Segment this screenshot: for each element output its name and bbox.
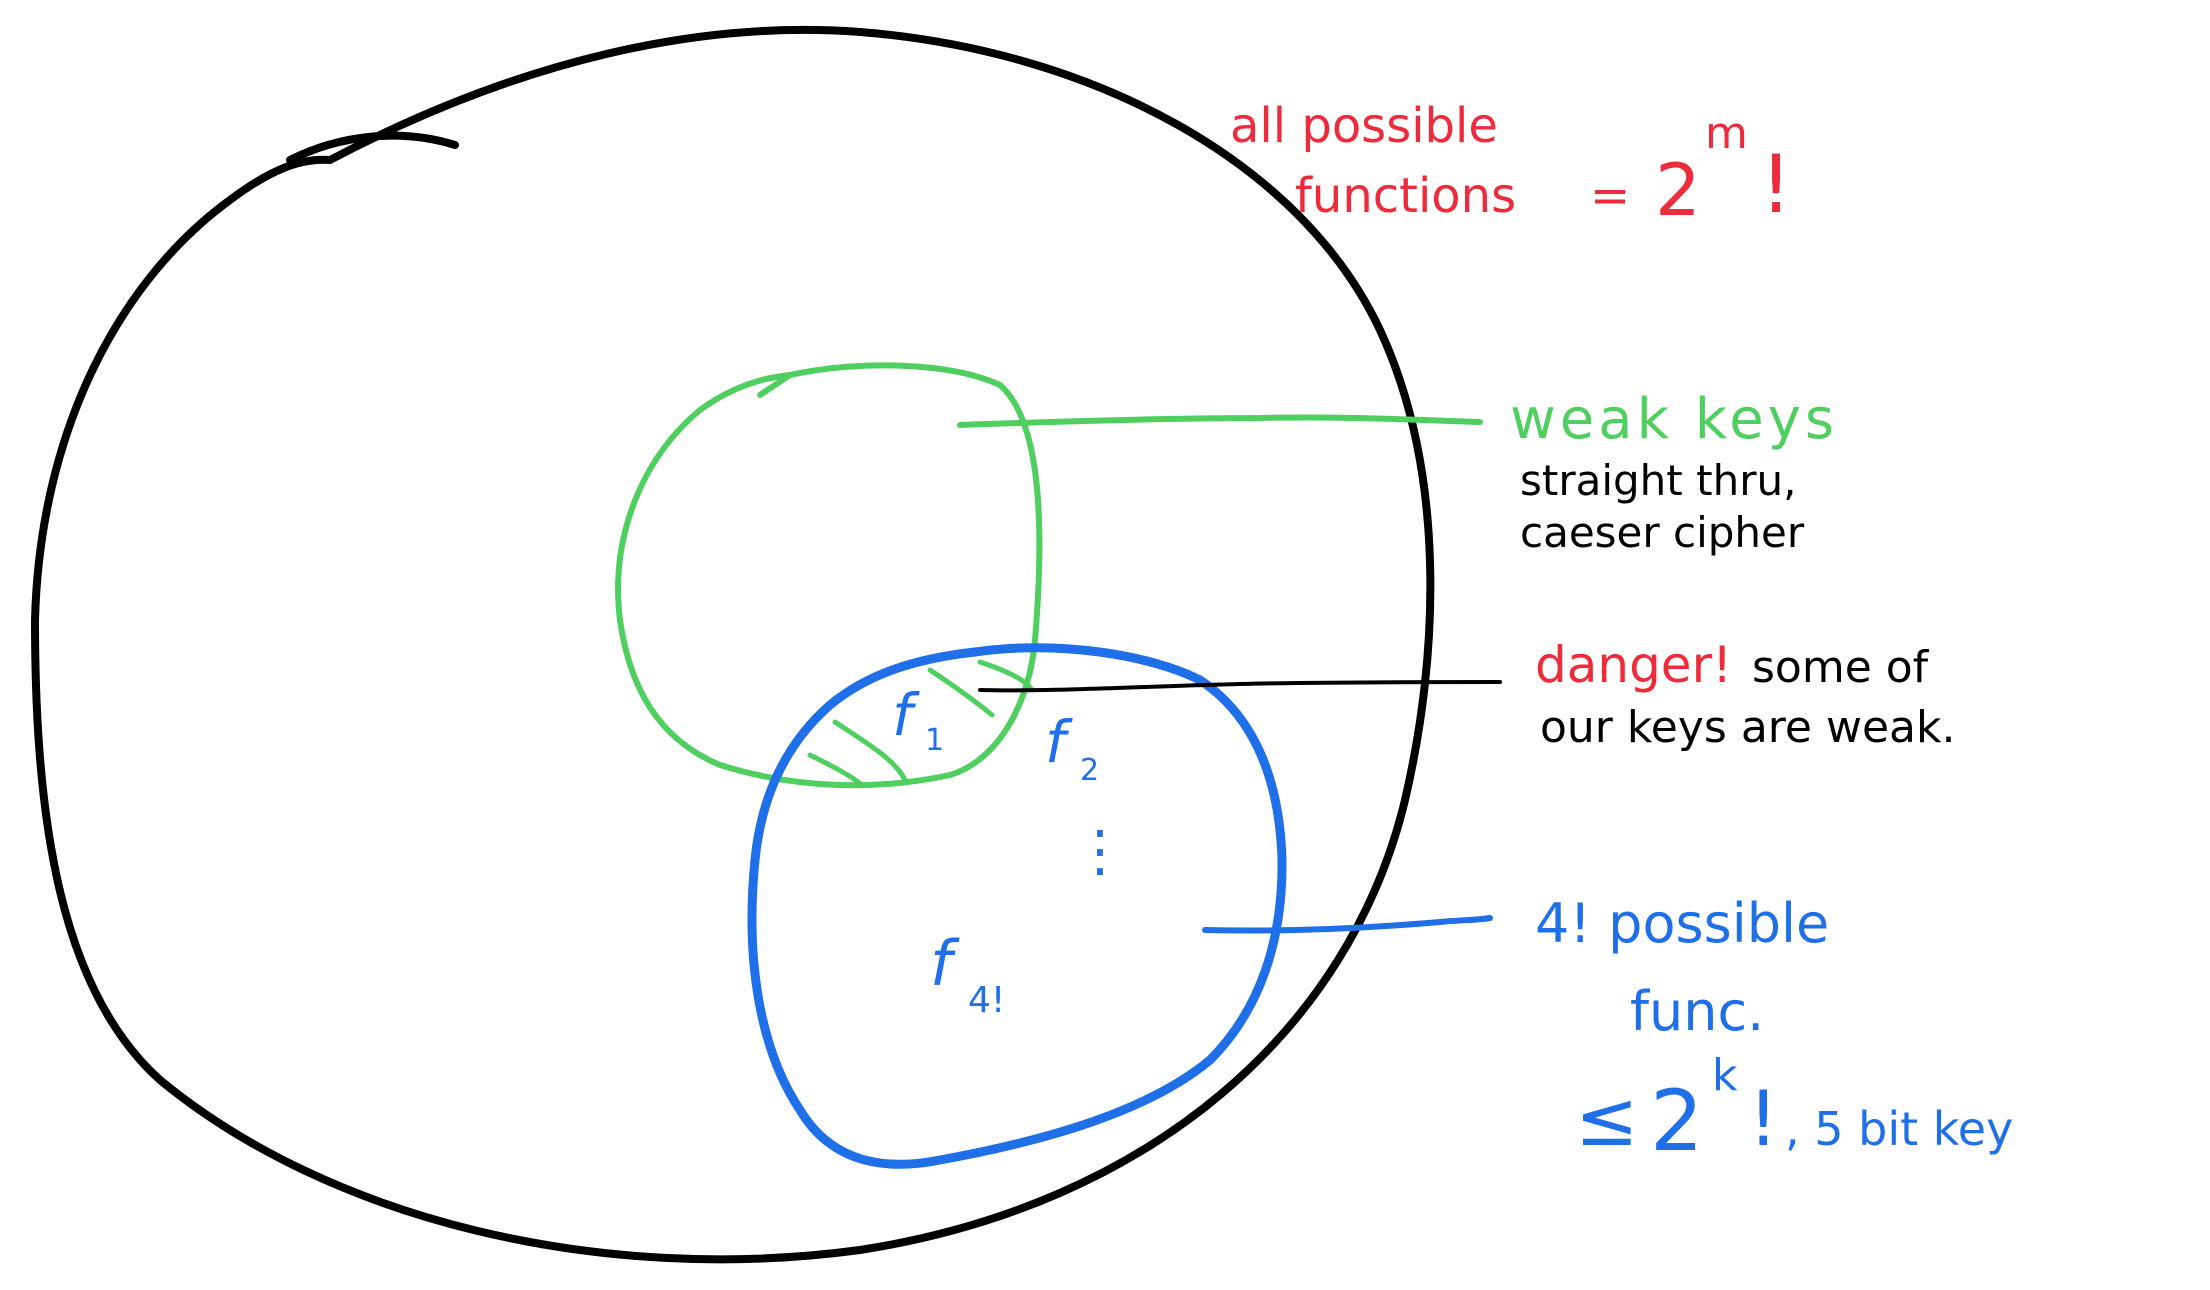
function-f1-letter: f (892, 681, 920, 749)
all-functions-equals: = (1590, 168, 1630, 224)
all-functions-label: all possible functions = 2 m ! (1230, 98, 1792, 232)
danger-rest: some of (1752, 642, 1930, 693)
intersection-hatch-1 (807, 752, 865, 788)
function-f1-subscript: 1 (925, 723, 944, 758)
all-functions-line2: functions (1295, 168, 1516, 224)
function-f1: f 1 (892, 681, 944, 758)
bound-base: 2 (1650, 1072, 1703, 1170)
all-functions-line1: all possible (1230, 98, 1498, 154)
function-f2-letter: f (1045, 708, 1073, 776)
bound-exponent: k (1712, 1050, 1738, 1101)
possible-functions-circle (747, 643, 1287, 1169)
function-ellipsis: ⋮ (1072, 819, 1128, 884)
outer-circle-start-stroke (286, 131, 459, 164)
danger-line2: our keys are weak. (1540, 702, 1955, 753)
intersection-hatch-2 (832, 719, 908, 783)
weak-keys-leader-line (957, 414, 1483, 428)
weak-keys-desc-line1: straight thru, (1520, 456, 1796, 505)
all-functions-exponent: m (1705, 108, 1748, 159)
all-functions-circle (31, 25, 1435, 1264)
function-f2-subscript: 2 (1080, 753, 1099, 788)
intersection-hatch-4 (977, 659, 1035, 693)
function-f2: f 2 (1045, 708, 1099, 788)
weak-keys-desc-line2: caeser cipher (1520, 508, 1805, 557)
danger-leader-line (978, 680, 1502, 693)
bound-symbol: ≤ (1575, 1074, 1639, 1163)
danger-word: danger! (1535, 636, 1732, 694)
danger-label: danger! some of our keys are weak. (1535, 636, 1955, 753)
possible-line2: func. (1630, 980, 1764, 1043)
weak-keys-circle (615, 362, 1043, 789)
possible-functions-label: 4! possible func. ≤ 2 k ! , 5 bit key (1535, 892, 2013, 1170)
function-f4-subscript: 4! (968, 980, 1005, 1021)
possible-line1: 4! possible (1535, 892, 1829, 955)
weak-keys-circle-start-stroke (757, 372, 793, 398)
all-functions-factorial: ! (1760, 138, 1792, 231)
intersection-hatch-3 (927, 667, 995, 718)
possible-functions-leader-line (1202, 915, 1493, 934)
function-f4-letter: f (930, 927, 960, 1000)
bound-rest: , 5 bit key (1785, 1102, 2013, 1156)
weak-keys-title: weak keys (1510, 387, 1838, 452)
function-f4-factorial: f 4! (930, 927, 1005, 1021)
weak-keys-description: straight thru, caeser cipher (1520, 456, 1805, 557)
all-functions-base: 2 (1655, 148, 1701, 232)
bound-factorial: ! (1748, 1074, 1778, 1163)
